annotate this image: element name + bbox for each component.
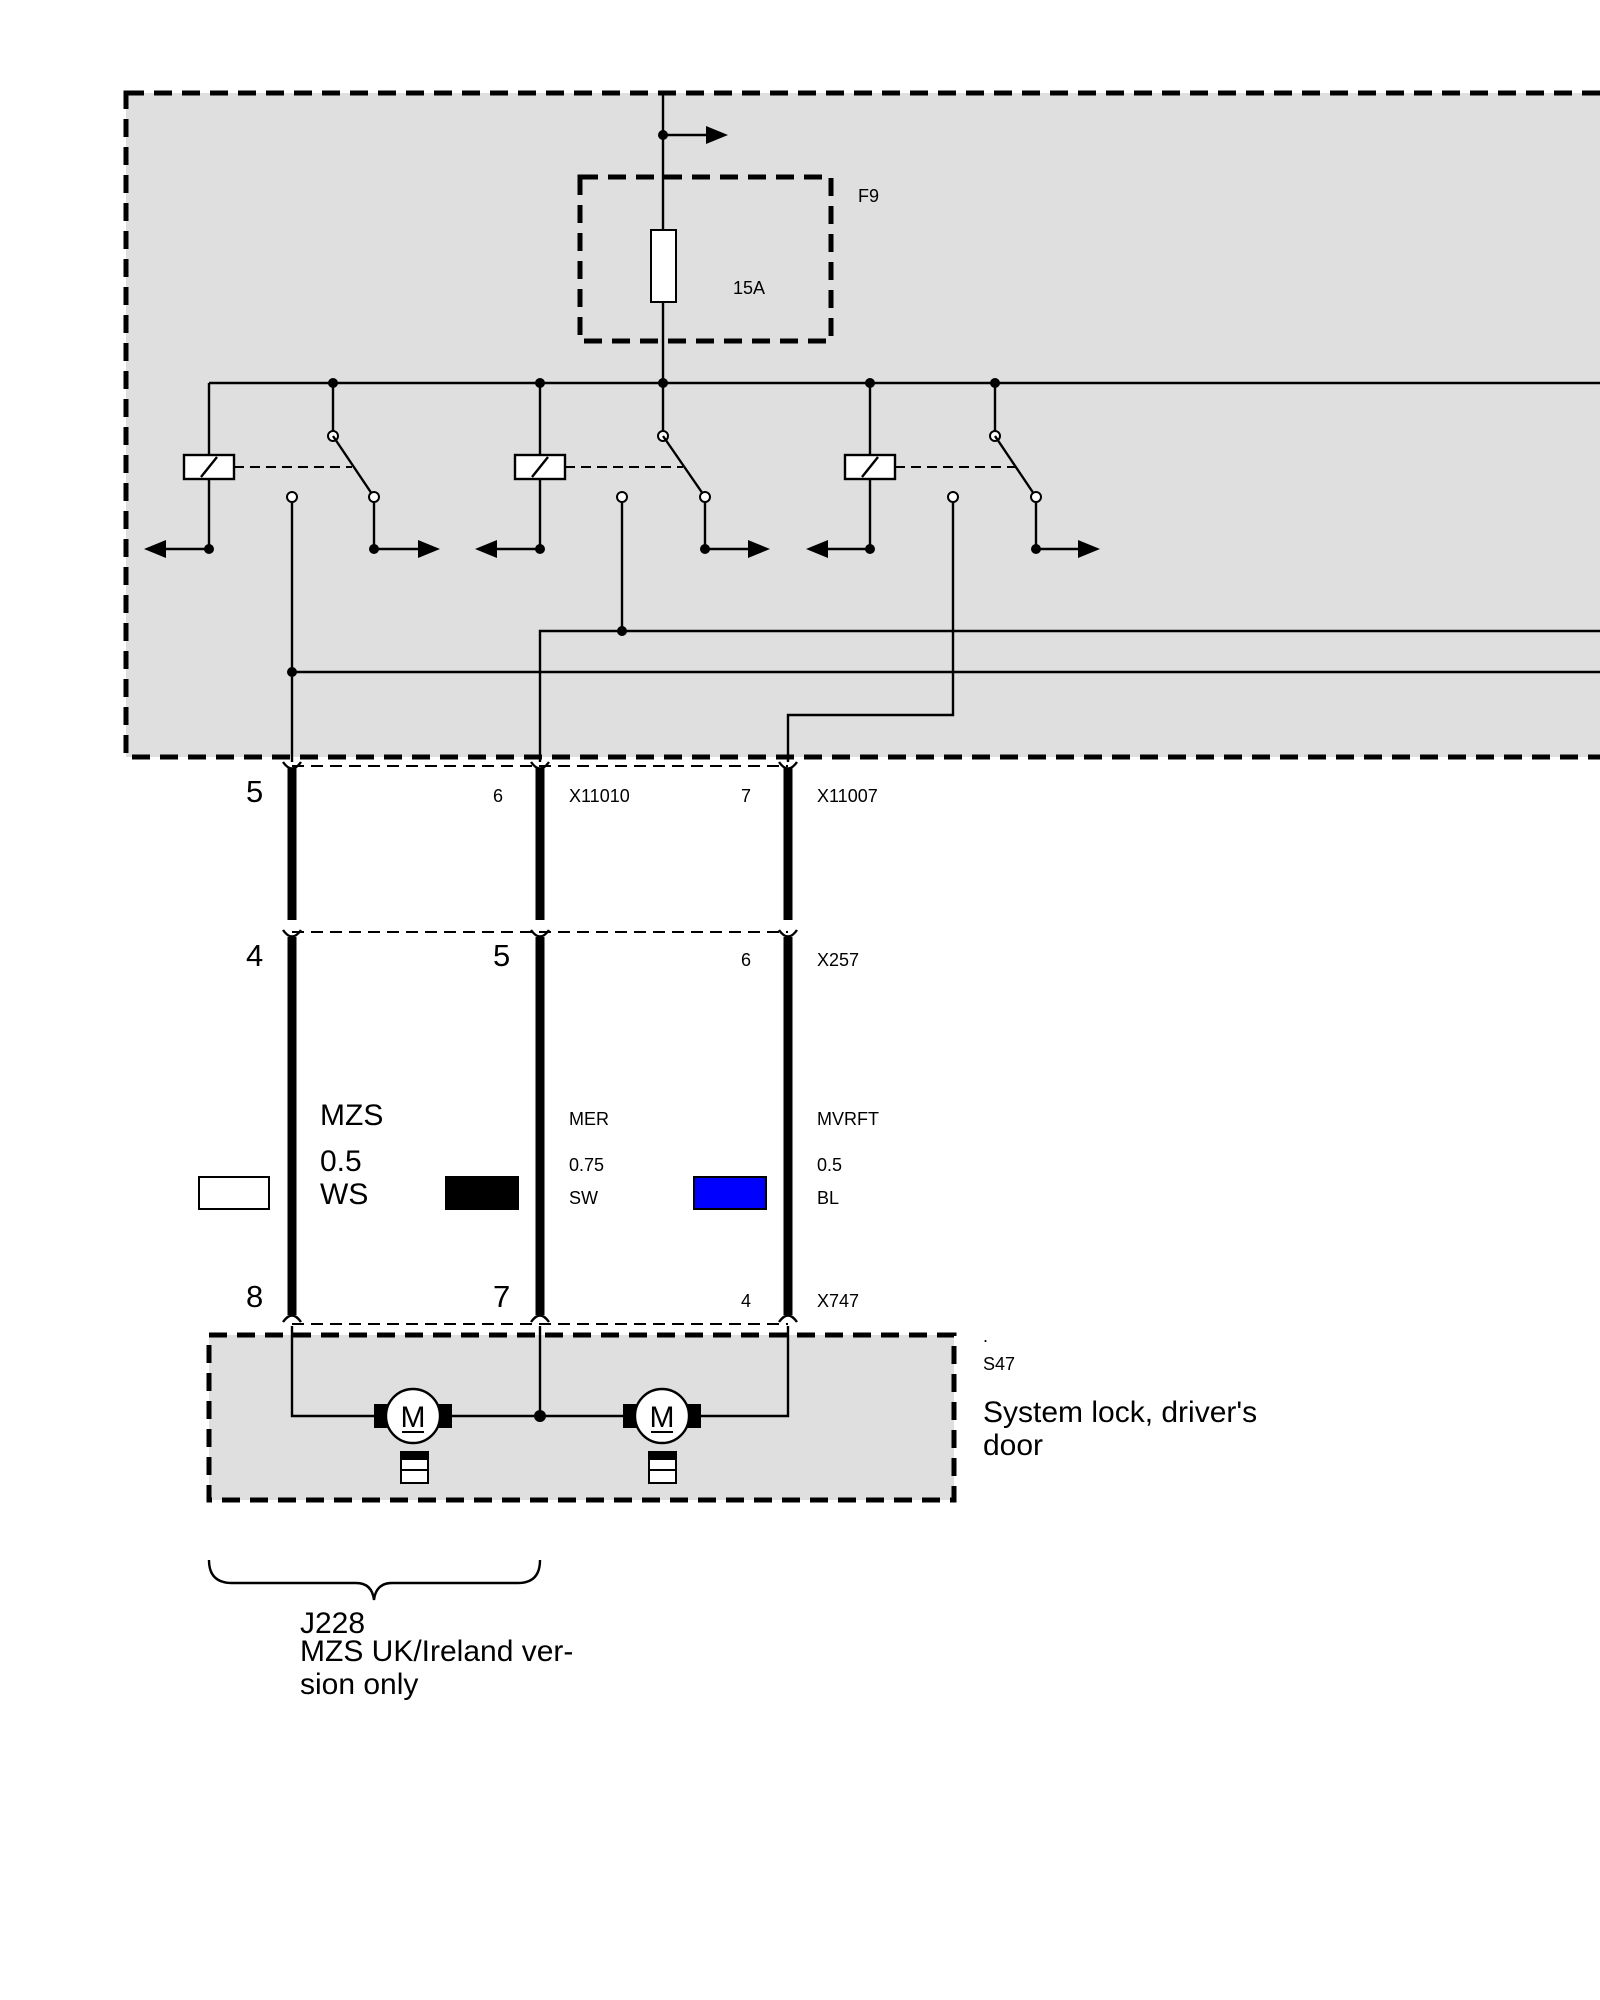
arrow-left-icon xyxy=(475,540,497,558)
component-box xyxy=(206,1332,957,1503)
wire-color-swatch xyxy=(693,1176,767,1210)
fuse-ref: F9 xyxy=(858,186,879,206)
brace xyxy=(207,1559,542,1601)
fuse-symbol xyxy=(650,229,677,303)
component-wiring xyxy=(290,1326,790,1422)
fuse-rating: 15A xyxy=(733,278,765,298)
supply-feed xyxy=(658,93,728,383)
pin-label: 4 xyxy=(246,938,263,973)
component-desc: System lock, driver's xyxy=(983,1396,1257,1429)
connector-label: X11007 xyxy=(817,786,878,806)
component-desc: door xyxy=(983,1429,1043,1462)
harness-wires xyxy=(287,768,793,1315)
pin-label: 5 xyxy=(246,774,263,809)
pin-label: 6 xyxy=(741,950,751,970)
wire-function: MVRFT xyxy=(817,1109,879,1129)
fuse-box xyxy=(577,174,834,344)
arrow-left-icon xyxy=(806,540,828,558)
pin-label: 7 xyxy=(493,1279,510,1314)
connector-label: X257 xyxy=(817,950,859,970)
wire-function: MER xyxy=(569,1109,609,1129)
pin-label: 4 xyxy=(741,1291,751,1311)
wire-function: MZS xyxy=(320,1099,383,1132)
motor-icon: M xyxy=(374,1387,452,1484)
arrow-left-icon xyxy=(144,540,166,558)
note-ref: J228 xyxy=(300,1607,365,1640)
wire-color-swatch xyxy=(198,1176,270,1210)
wire-color-code: WS xyxy=(320,1178,368,1211)
control-unit-box xyxy=(123,90,1600,760)
internal-wiring xyxy=(287,502,1600,762)
pin-label: 6 xyxy=(493,786,503,806)
svg-text:M: M xyxy=(650,1401,675,1434)
connector-label: X11010 xyxy=(569,786,630,806)
arrow-right-icon xyxy=(1078,540,1100,558)
wire-size: 0.5 xyxy=(817,1155,842,1175)
pin-label: 5 xyxy=(493,938,510,973)
note-line: sion only xyxy=(300,1668,418,1701)
wire-color-code: SW xyxy=(569,1188,598,1208)
pin-label: 8 xyxy=(246,1279,263,1314)
wire-size: 0.75 xyxy=(569,1155,604,1175)
wire-size: 0.5 xyxy=(320,1145,362,1178)
connector-label: X747 xyxy=(817,1291,859,1311)
component-dot: . xyxy=(983,1326,988,1346)
arrow-right-icon xyxy=(418,540,440,558)
wire-color-swatch xyxy=(445,1176,519,1210)
relay-3 xyxy=(806,383,1100,558)
component-ref: S47 xyxy=(983,1354,1015,1374)
pin-label: 7 xyxy=(741,786,751,806)
note-line: MZS UK/Ireland ver- xyxy=(300,1635,573,1668)
arrow-right-icon xyxy=(748,540,770,558)
relay-2 xyxy=(475,383,770,558)
svg-text:M: M xyxy=(401,1401,426,1434)
wire-color-code: BL xyxy=(817,1188,839,1208)
motor-icon: M xyxy=(623,1387,701,1484)
arrow-right-icon xyxy=(706,126,728,144)
